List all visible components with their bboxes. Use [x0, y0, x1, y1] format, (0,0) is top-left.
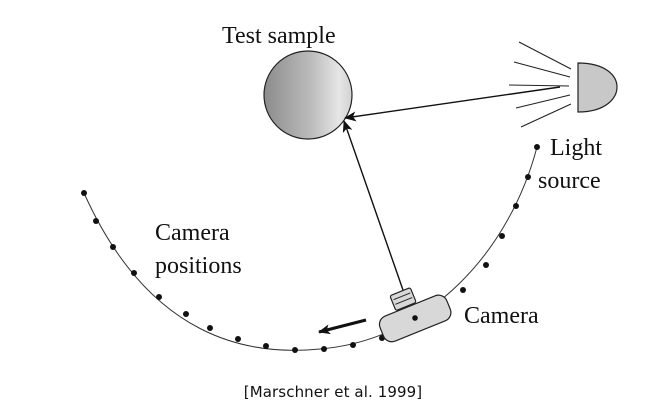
camera-position-dot: [131, 270, 137, 276]
citation: [Marschner et al. 1999]: [243, 383, 423, 401]
test-sample-sphere: [263, 50, 353, 140]
camera-view-line: [342, 120, 404, 291]
camera-position-dot: [499, 233, 505, 239]
camera-label: Camera: [464, 303, 539, 329]
light-ray: [520, 103, 572, 128]
illumination-arrow: [344, 86, 561, 122]
camera-positions-arc: [83, 146, 538, 351]
camera-position-dot: [93, 218, 99, 224]
light-source-label-line2: source: [538, 168, 601, 194]
camera-position-dot: [207, 325, 213, 331]
light-ray: [508, 84, 570, 87]
light-source-lamp: [577, 62, 618, 113]
camera-position-dot: [235, 336, 241, 342]
camera-position-dot: [513, 203, 519, 209]
camera-position-dot: [156, 294, 162, 300]
light-source-label-line1: Light: [550, 135, 602, 161]
camera-position-dot: [263, 343, 269, 349]
camera-position-dot: [525, 174, 531, 180]
camera-positions-label-line2: positions: [155, 253, 242, 279]
camera-position-dot: [350, 342, 356, 348]
light-ray: [513, 61, 571, 78]
camera-position-dot: [321, 346, 327, 352]
camera-position-dot: [483, 262, 489, 268]
camera-position-dot: [292, 347, 298, 353]
light-rays: [508, 41, 572, 128]
test-sample-label: Test sample: [222, 23, 336, 49]
camera-position-dot: [534, 144, 540, 150]
camera-position-dot: [110, 244, 116, 250]
camera-position-dots: [81, 144, 540, 353]
camera-icon: [378, 287, 452, 343]
camera-direction-arrow: [318, 318, 367, 335]
light-ray: [515, 94, 571, 109]
camera-position-dot: [460, 287, 466, 293]
camera-position-dot: [81, 190, 87, 196]
camera-positions-label-line1: Camera: [155, 220, 230, 246]
light-ray: [518, 41, 572, 70]
camera-position-dot: [183, 311, 189, 317]
